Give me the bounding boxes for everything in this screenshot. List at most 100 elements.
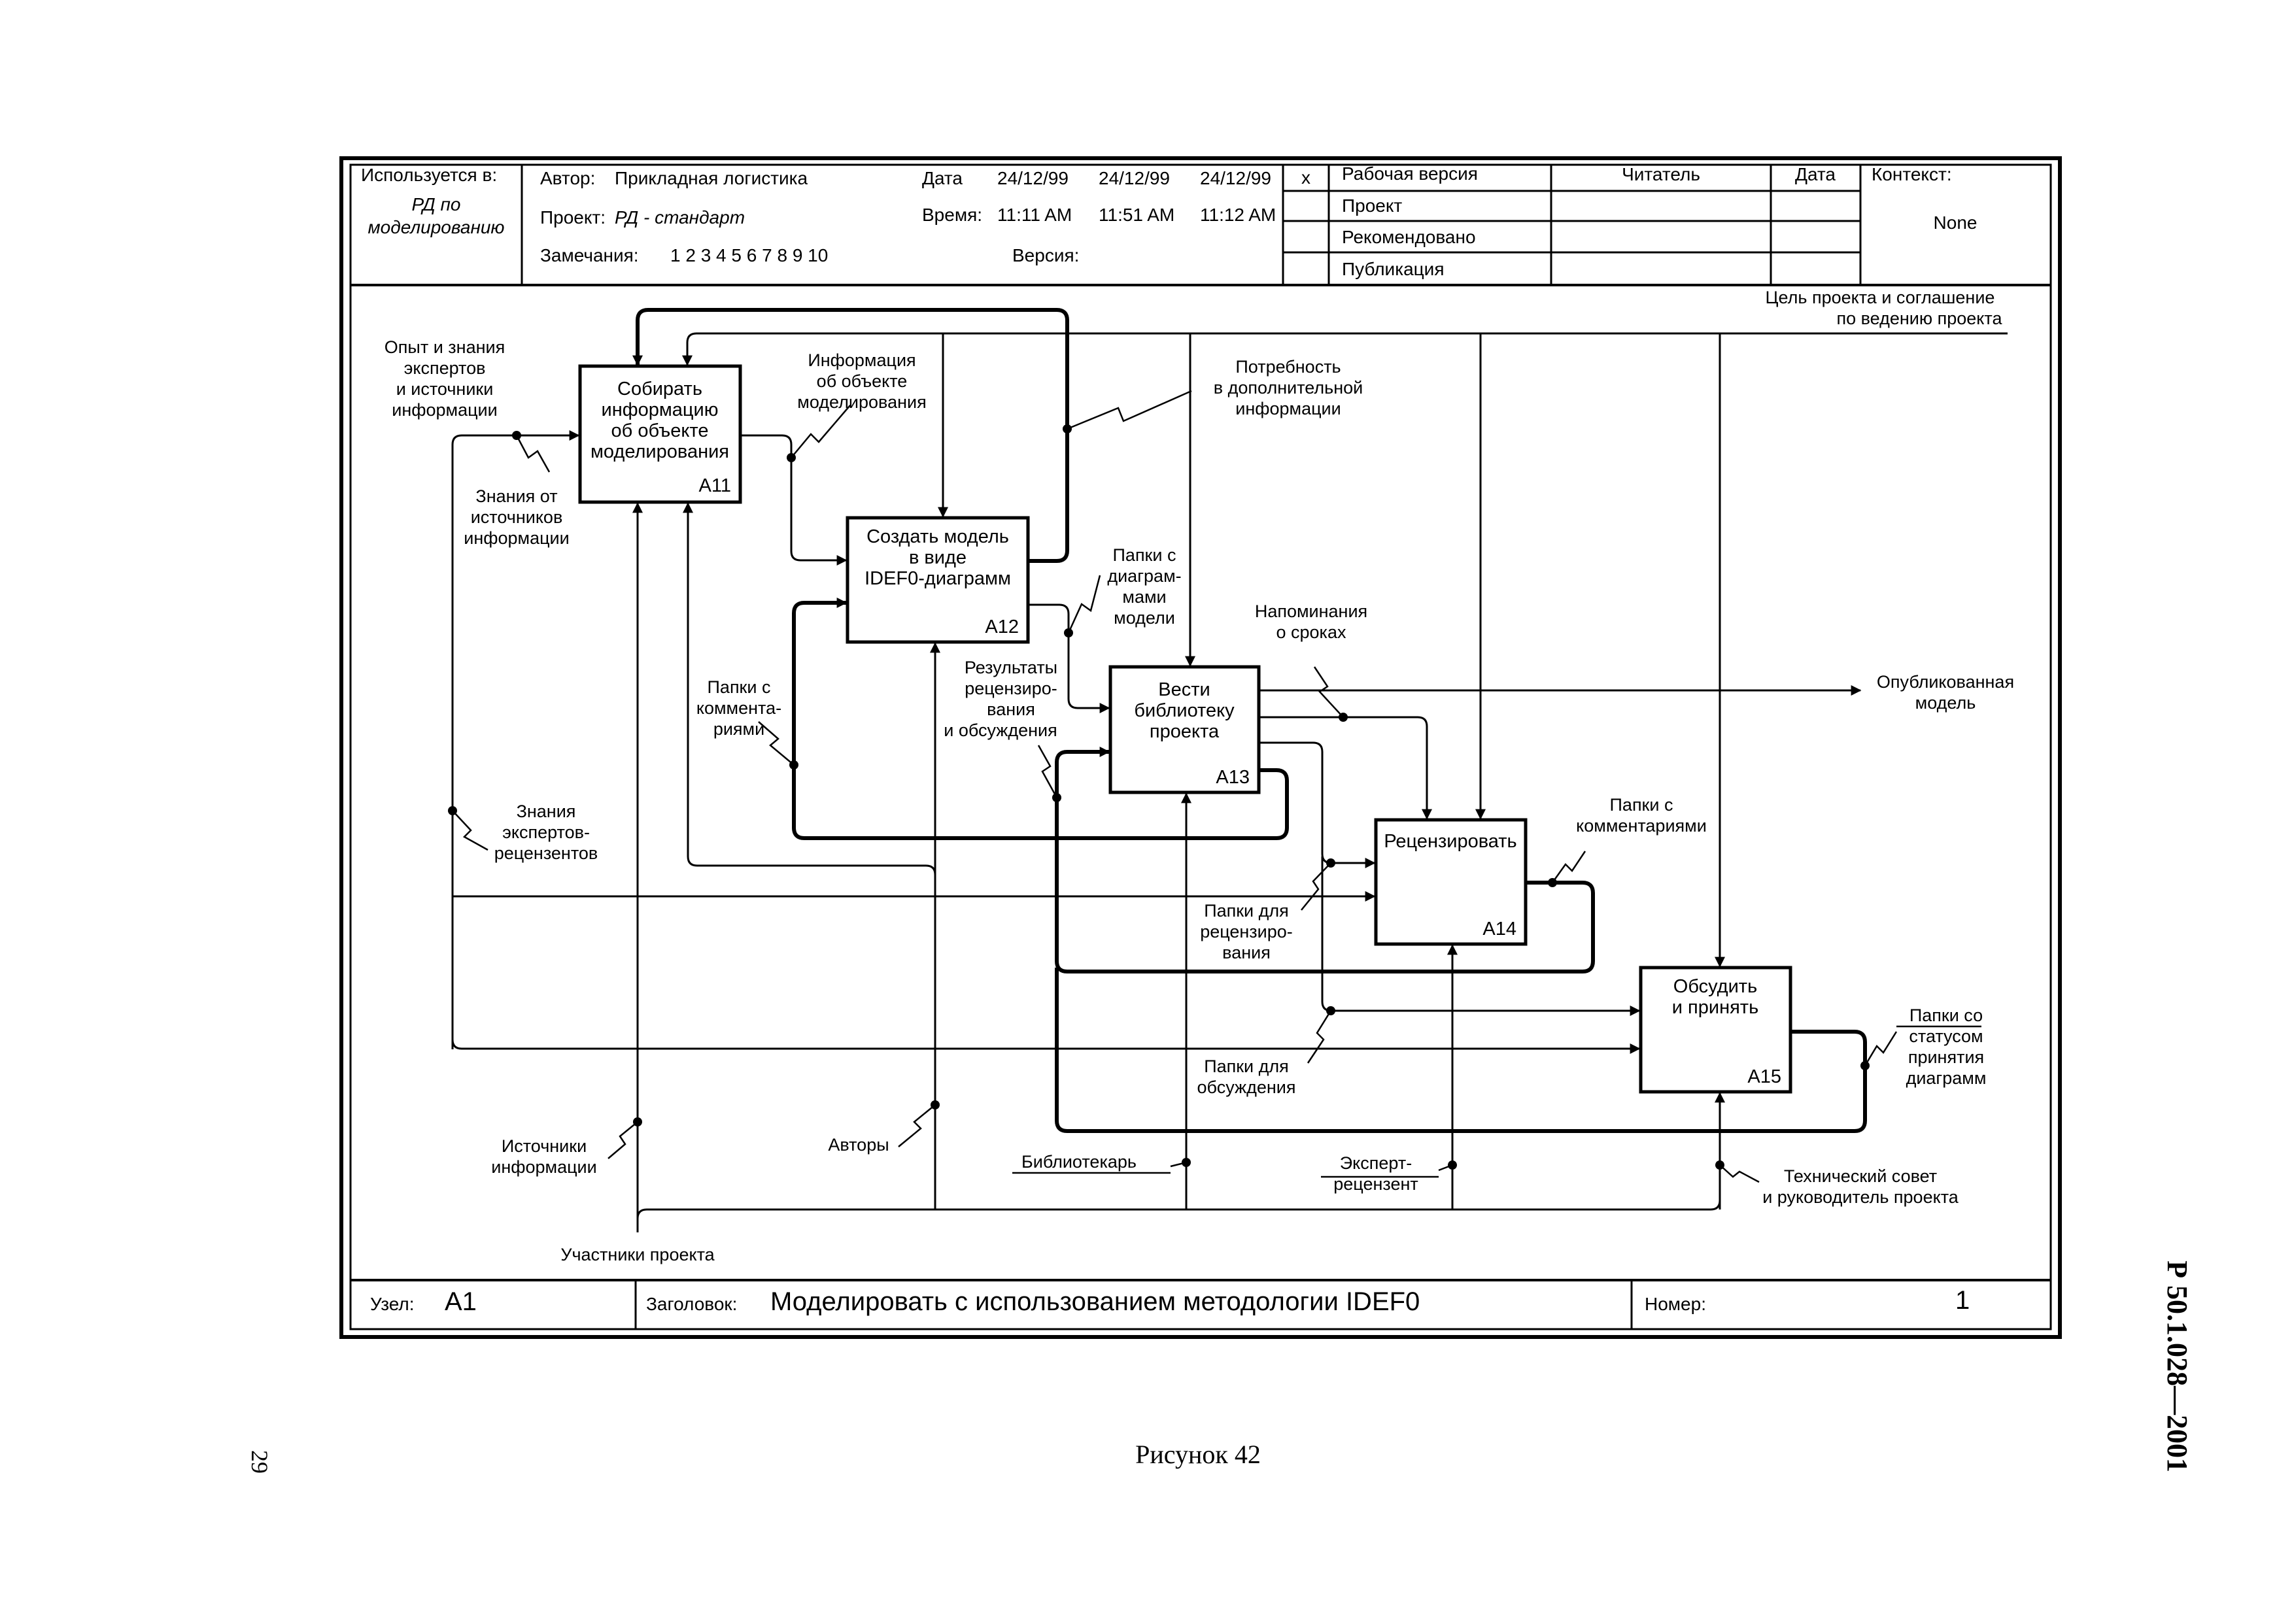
number-label: Номер: [1645, 1294, 1706, 1314]
arrow-comment-folders-right [1055, 747, 1595, 973]
label-published: модель [1915, 693, 1976, 713]
context-value: None [1934, 212, 1977, 233]
label-comment-folders-left: Папки с [708, 677, 771, 697]
squiggle [1067, 390, 1192, 430]
footer: Узел: A1 Заголовок: Моделировать с испол… [370, 1286, 1970, 1316]
time-label: Время: [922, 205, 982, 225]
node-value: A1 [445, 1287, 477, 1316]
box-a12 [846, 516, 1030, 644]
box-a12-line: Создать модель [866, 526, 1009, 547]
date-label: Дата [922, 168, 963, 188]
label-goal: Цель проекта и соглашение [1766, 288, 1995, 307]
box-a11 [578, 364, 742, 504]
squiggle [608, 1121, 638, 1159]
arrow-source-knowledge [683, 502, 936, 1210]
used-in-value: РД по [412, 194, 461, 214]
label-reviewer-knowledge: экспертов- [502, 822, 590, 842]
label-deadline: о сроках [1276, 622, 1346, 642]
label-status-folders: статусом [1909, 1026, 1983, 1046]
squiggle [452, 810, 488, 851]
label-experience: Опыт и знания [385, 337, 505, 357]
box-a15-line: Обсудить [1673, 976, 1757, 997]
label-comment-folders-left: коммента- [696, 698, 781, 718]
label-discussion-folders: Папки для [1204, 1057, 1289, 1076]
box-a11-line: об объекте [611, 420, 709, 441]
label-review-results: и обсуждения [944, 720, 1057, 740]
activity-boxes [578, 364, 1792, 1094]
project-value: РД - стандарт [615, 207, 745, 228]
label-squiggles [452, 390, 1898, 1183]
label-tech-council: и руководитель проекта [1762, 1187, 1959, 1207]
label-source-knowledge: информации [464, 528, 569, 548]
label-object-info: моделирования [797, 392, 926, 412]
label-need-info: в дополнительной [1214, 378, 1363, 398]
squiggle [1551, 851, 1586, 883]
label-comment-folders-left: риями [713, 719, 764, 739]
box-a13-line: Вести [1158, 679, 1210, 700]
context-label: Контекст: [1872, 164, 1952, 184]
label-review-folders: рецензиро- [1200, 922, 1293, 941]
label-review-results: вания [987, 700, 1035, 719]
notes-label: Замечания: [540, 245, 639, 265]
label-need-info: Потребность [1235, 357, 1341, 377]
box-a12-line: IDEF0-диаграмм [865, 568, 1011, 589]
box-a15-id: A15 [1747, 1066, 1781, 1087]
date-2: 24/12/99 [1099, 168, 1170, 188]
squiggle [1313, 666, 1344, 718]
inner-border [349, 163, 2052, 1330]
squiggle [898, 1104, 936, 1147]
squiggle [1170, 1161, 1187, 1168]
label-comment-folders-right: комментариями [1576, 816, 1707, 836]
header: Используется в: РД по моделированию Авто… [361, 163, 1977, 279]
label-published: Опубликованная [1877, 672, 2014, 692]
label-need-info: информации [1235, 399, 1341, 418]
label-status-folders: принятия [1908, 1047, 1984, 1067]
squiggle [1307, 1010, 1332, 1064]
label-source-knowledge: Знания от [475, 486, 557, 506]
arrow-reviewer-knowledge-a15 [451, 1039, 1641, 1054]
time-1: 11:11 AM [997, 205, 1072, 225]
status-mark: x [1301, 167, 1310, 188]
box-a14-id: A14 [1482, 919, 1516, 939]
squiggle [1037, 745, 1058, 798]
arrow-deadline [1259, 716, 1432, 820]
project-label: Проект: [540, 207, 606, 228]
author-value: Прикладная логистика [615, 168, 808, 188]
box-a13 [1108, 665, 1261, 794]
status-recommended: Рекомендовано [1342, 227, 1476, 247]
squiggle [1067, 575, 1101, 634]
box-a13-id: A13 [1216, 767, 1250, 788]
outer-border [339, 156, 2062, 1339]
arrow-experience [451, 430, 580, 1049]
label-info-sources: Источники [502, 1136, 587, 1156]
notes-value: 1 2 3 4 5 6 7 8 9 10 [670, 245, 828, 265]
arrow-object-info [740, 434, 847, 566]
label-underlines [1012, 1025, 1981, 1178]
box-a12-id: A12 [985, 617, 1019, 637]
box-a13-line: библиотеку [1134, 700, 1235, 721]
label-diagram-folders: диаграм- [1107, 566, 1181, 586]
label-source-knowledge: источников [471, 507, 563, 527]
box-texts: Собирать информацию об объекте моделиров… [591, 379, 1781, 1087]
squiggle [758, 721, 795, 766]
label-object-info: об объекте [817, 371, 908, 391]
label-goal: по ведению проекта [1837, 309, 2003, 328]
squiggle [1301, 862, 1331, 911]
time-3: 11:12 AM [1200, 205, 1276, 225]
time-2: 11:51 AM [1099, 205, 1174, 225]
label-expert-reviewer: рецензент [1333, 1174, 1418, 1194]
label-deadline: Напоминания [1255, 601, 1367, 621]
label-comment-folders-right: Папки с [1610, 795, 1673, 815]
box-a15-line: и принять [1672, 997, 1758, 1018]
status-draft: Проект [1342, 195, 1402, 216]
label-status-folders: Папки со [1909, 1006, 1983, 1025]
used-in-value-2: моделированию [368, 217, 504, 237]
label-discussion-folders: обсуждения [1197, 1077, 1296, 1097]
arrows-thick [632, 308, 1867, 1133]
label-diagram-folders: Папки с [1113, 545, 1176, 565]
label-review-folders: вания [1222, 943, 1271, 962]
arrow-review-folders [1259, 741, 1376, 868]
squiggle [1438, 1164, 1453, 1172]
